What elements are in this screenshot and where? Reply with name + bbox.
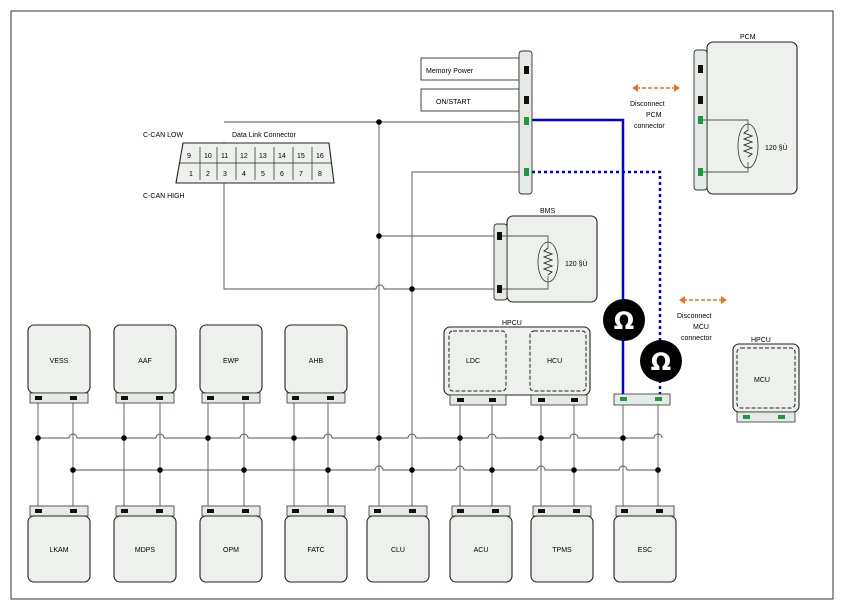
dlc-title: Data Link Connector	[232, 132, 296, 139]
dlc-pin-label: 5	[261, 171, 265, 178]
arrow-left-icon	[632, 84, 638, 92]
module-label: CLU	[391, 547, 405, 554]
module-label: FATC	[307, 547, 324, 554]
module-ahb[interactable]: AHB	[284, 324, 348, 404]
dlc-pin-label: 1	[189, 171, 193, 178]
module-mdps[interactable]: MDPS	[113, 505, 177, 583]
module-clu[interactable]: CLU	[366, 505, 430, 583]
dlc-pin-label: 16	[316, 153, 324, 160]
module-vess[interactable]: VESS	[27, 324, 91, 404]
arrow-left-icon	[679, 296, 685, 304]
svg-text:connector: connector	[681, 335, 712, 342]
dlc-pin-label: 7	[299, 171, 303, 178]
svg-text:MCU: MCU	[693, 324, 709, 331]
ldc-label: LDC	[466, 358, 480, 365]
can-low-wire-dotted	[526, 170, 662, 398]
dlc-pin-label: 8	[318, 171, 322, 178]
hcu-label: HCU	[547, 358, 562, 365]
hpcu-side-module[interactable]: HPCU MCU	[732, 337, 800, 423]
dlc-pin-label: 2	[206, 171, 210, 178]
module-aaf[interactable]: AAF	[113, 324, 177, 404]
bms-resistor-label: 120 §Ù	[565, 259, 588, 268]
module-label: AAF	[138, 358, 152, 365]
disconnect-pcm-note: Disconnect PCM connector	[630, 84, 680, 130]
disconnect-mcu-note: Disconnect MCU connector	[677, 296, 727, 342]
resistor-icon	[742, 129, 754, 158]
svg-text:connector: connector	[634, 123, 665, 130]
dlc-pin-label: 10	[204, 153, 212, 160]
module-esc[interactable]: ESC	[613, 505, 677, 583]
module-label: VESS	[50, 358, 69, 365]
mcu-label: MCU	[754, 377, 770, 384]
dlc-pin-label: 3	[223, 171, 227, 178]
dlc-pin-label: 11	[221, 153, 228, 160]
gateway-connector[interactable]	[518, 50, 533, 195]
dlc-pin-label: 14	[278, 153, 286, 160]
module-acu[interactable]: ACU	[449, 505, 513, 583]
module-label: EWP	[223, 358, 239, 365]
svg-text:Disconnect: Disconnect	[677, 313, 712, 320]
module-label: ACU	[474, 547, 489, 554]
hpcu-side-title: HPCU	[751, 337, 771, 344]
dlc-pin-label: 15	[297, 153, 305, 160]
pcm-title: PCM	[740, 34, 756, 41]
svg-text:Disconnect: Disconnect	[630, 101, 665, 108]
dlc-pin-label: 6	[280, 171, 284, 178]
can-wires	[37, 121, 663, 512]
can-low-label: C-CAN LOW	[143, 132, 183, 139]
ohmmeter-icon: Ω	[603, 299, 645, 341]
module-label: AHB	[309, 358, 324, 365]
arrow-right-icon	[674, 84, 680, 92]
module-label: LKAM	[49, 547, 68, 554]
bms-module[interactable]: BMS 120 §Ù	[493, 208, 598, 303]
dlc-pin-label: 9	[187, 153, 191, 160]
module-label: OPM	[223, 547, 239, 554]
module-lkam[interactable]: LKAM	[27, 505, 91, 583]
mcu-connector[interactable]	[613, 393, 671, 406]
arrow-right-icon	[721, 296, 727, 304]
hpcu-main-module[interactable]: HPCU LDC HCU	[443, 320, 591, 406]
power-inputs: Memory Power ON/START	[420, 57, 520, 112]
module-ewp[interactable]: EWP	[199, 324, 263, 404]
resistor-icon	[542, 247, 554, 276]
on-start-label: ON/START	[436, 99, 471, 106]
svg-text:Ω: Ω	[651, 348, 671, 376]
svg-text:PCM: PCM	[646, 112, 662, 119]
memory-power-label: Memory Power	[426, 68, 474, 75]
dlc-pin-label: 12	[240, 153, 248, 160]
hpcu-main-title: HPCU	[502, 320, 522, 327]
module-tpms[interactable]: TPMS	[530, 505, 594, 583]
bms-title: BMS	[540, 208, 556, 215]
module-label: MDPS	[135, 547, 156, 554]
bottom-module-row: LKAM MDPS OPM FATC CLU ACU TPMS ESC	[27, 505, 677, 583]
module-label: TPMS	[552, 547, 572, 554]
pcm-module[interactable]: PCM 120 §Ù	[693, 34, 798, 195]
can-high-label: C-CAN HIGH	[143, 193, 185, 200]
ohmmeter-icon: Ω	[640, 340, 682, 382]
dlc-pin-label: 13	[259, 153, 267, 160]
module-fatc[interactable]: FATC	[284, 505, 348, 583]
pcm-resistor-label: 120 §Ù	[765, 143, 788, 152]
top-module-row: VESS AAF EWP AHB	[27, 324, 348, 404]
module-opm[interactable]: OPM	[199, 505, 263, 583]
dlc-pin-label: 4	[242, 171, 246, 178]
module-label: ESC	[638, 547, 652, 554]
svg-text:Ω: Ω	[614, 307, 634, 335]
